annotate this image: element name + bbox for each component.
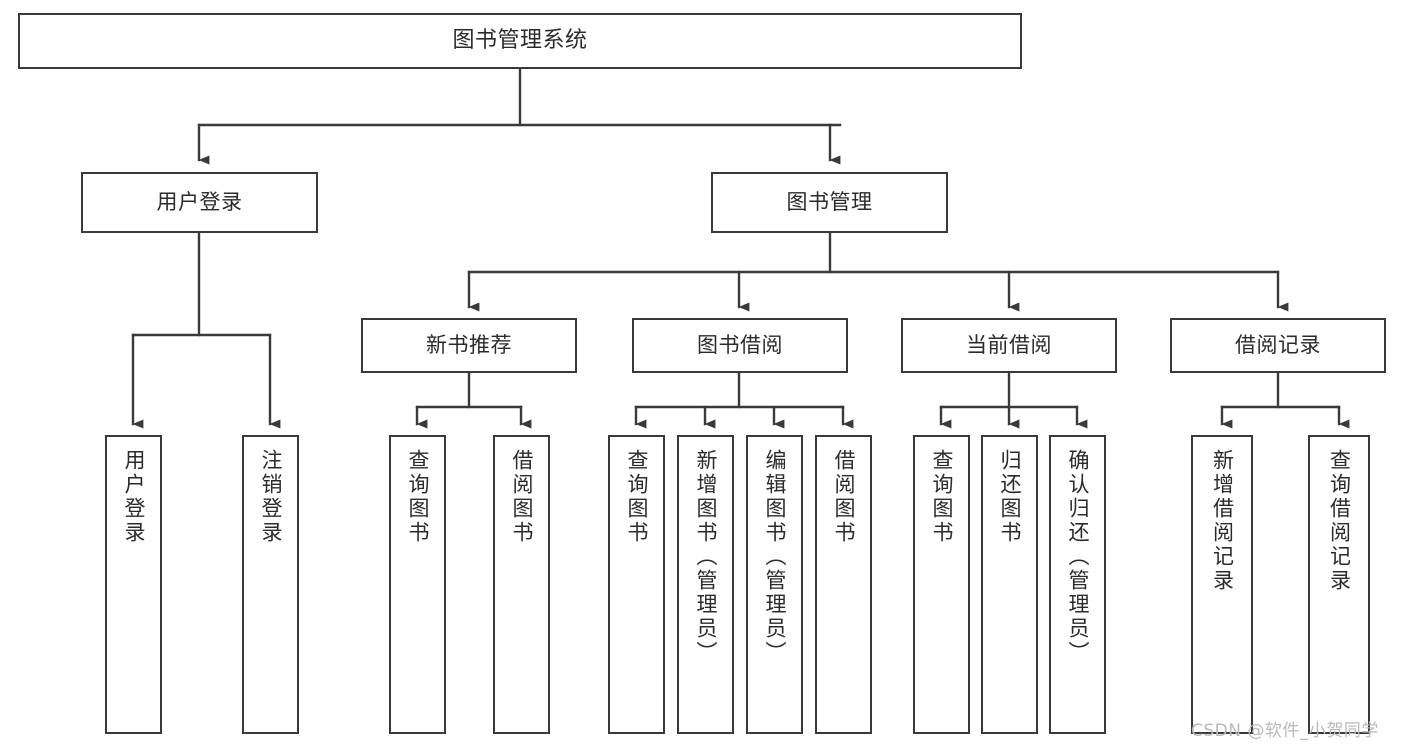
- leaf-add-borrow-record-label: 新增借阅记录: [1210, 449, 1235, 593]
- leaf-logout[interactable]: 注销登录: [242, 435, 299, 734]
- node-book-borrowing[interactable]: 图书借阅: [632, 318, 848, 373]
- leaf-borrow-books-recommend-label: 借阅图书: [510, 449, 534, 545]
- node-book-borrowing-label: 图书借阅: [697, 333, 783, 358]
- node-borrowing-records[interactable]: 借阅记录: [1170, 318, 1386, 373]
- node-current-borrowing[interactable]: 当前借阅: [901, 318, 1117, 373]
- leaf-return-books-label: 归还图书: [998, 449, 1022, 545]
- leaf-confirm-return-admin-label: 确认归还（管理员）: [1066, 449, 1090, 665]
- leaf-logout-label: 注销登录: [259, 449, 283, 545]
- leaf-query-books-current[interactable]: 查询图书: [913, 435, 970, 734]
- root-node-library-management-system[interactable]: 图书管理系统: [18, 13, 1022, 69]
- leaf-add-book-admin[interactable]: 新增图书（管理员）: [677, 435, 734, 734]
- leaf-user-login[interactable]: 用户登录: [105, 435, 162, 734]
- leaf-confirm-return-admin[interactable]: 确认归还（管理员）: [1049, 435, 1106, 734]
- node-new-book-recommendation[interactable]: 新书推荐: [361, 318, 577, 373]
- leaf-edit-book-admin-label: 编辑图书（管理员）: [763, 449, 787, 665]
- leaf-query-books-recommend[interactable]: 查询图书: [389, 435, 446, 734]
- leaf-add-book-admin-label: 新增图书（管理员）: [694, 449, 718, 665]
- leaf-query-books-borrowing[interactable]: 查询图书: [608, 435, 665, 734]
- leaf-query-borrow-record-label: 查询借阅记录: [1327, 449, 1352, 593]
- root-node-label: 图书管理系统: [452, 28, 588, 54]
- node-current-borrowing-label: 当前借阅: [966, 333, 1052, 358]
- leaf-add-borrow-record[interactable]: 新增借阅记录: [1191, 435, 1253, 734]
- leaf-query-books-recommend-label: 查询图书: [406, 449, 430, 545]
- leaf-return-books[interactable]: 归还图书: [981, 435, 1038, 734]
- node-borrowing-records-label: 借阅记录: [1235, 333, 1321, 358]
- leaf-borrow-books-recommend[interactable]: 借阅图书: [493, 435, 550, 734]
- node-new-book-recommendation-label: 新书推荐: [426, 333, 512, 358]
- leaf-query-books-borrowing-label: 查询图书: [625, 449, 649, 545]
- leaf-query-borrow-record[interactable]: 查询借阅记录: [1308, 435, 1370, 734]
- leaf-user-login-label: 用户登录: [122, 449, 146, 545]
- node-user-login[interactable]: 用户登录: [81, 172, 318, 233]
- node-book-management-label: 图书管理: [786, 190, 873, 215]
- leaf-query-books-current-label: 查询图书: [930, 449, 954, 545]
- leaf-edit-book-admin[interactable]: 编辑图书（管理员）: [746, 435, 803, 734]
- node-book-management[interactable]: 图书管理: [711, 172, 948, 233]
- leaf-borrow-books-borrowing-label: 借阅图书: [832, 449, 856, 545]
- leaf-borrow-books-borrowing[interactable]: 借阅图书: [815, 435, 872, 734]
- node-user-login-label: 用户登录: [156, 190, 243, 215]
